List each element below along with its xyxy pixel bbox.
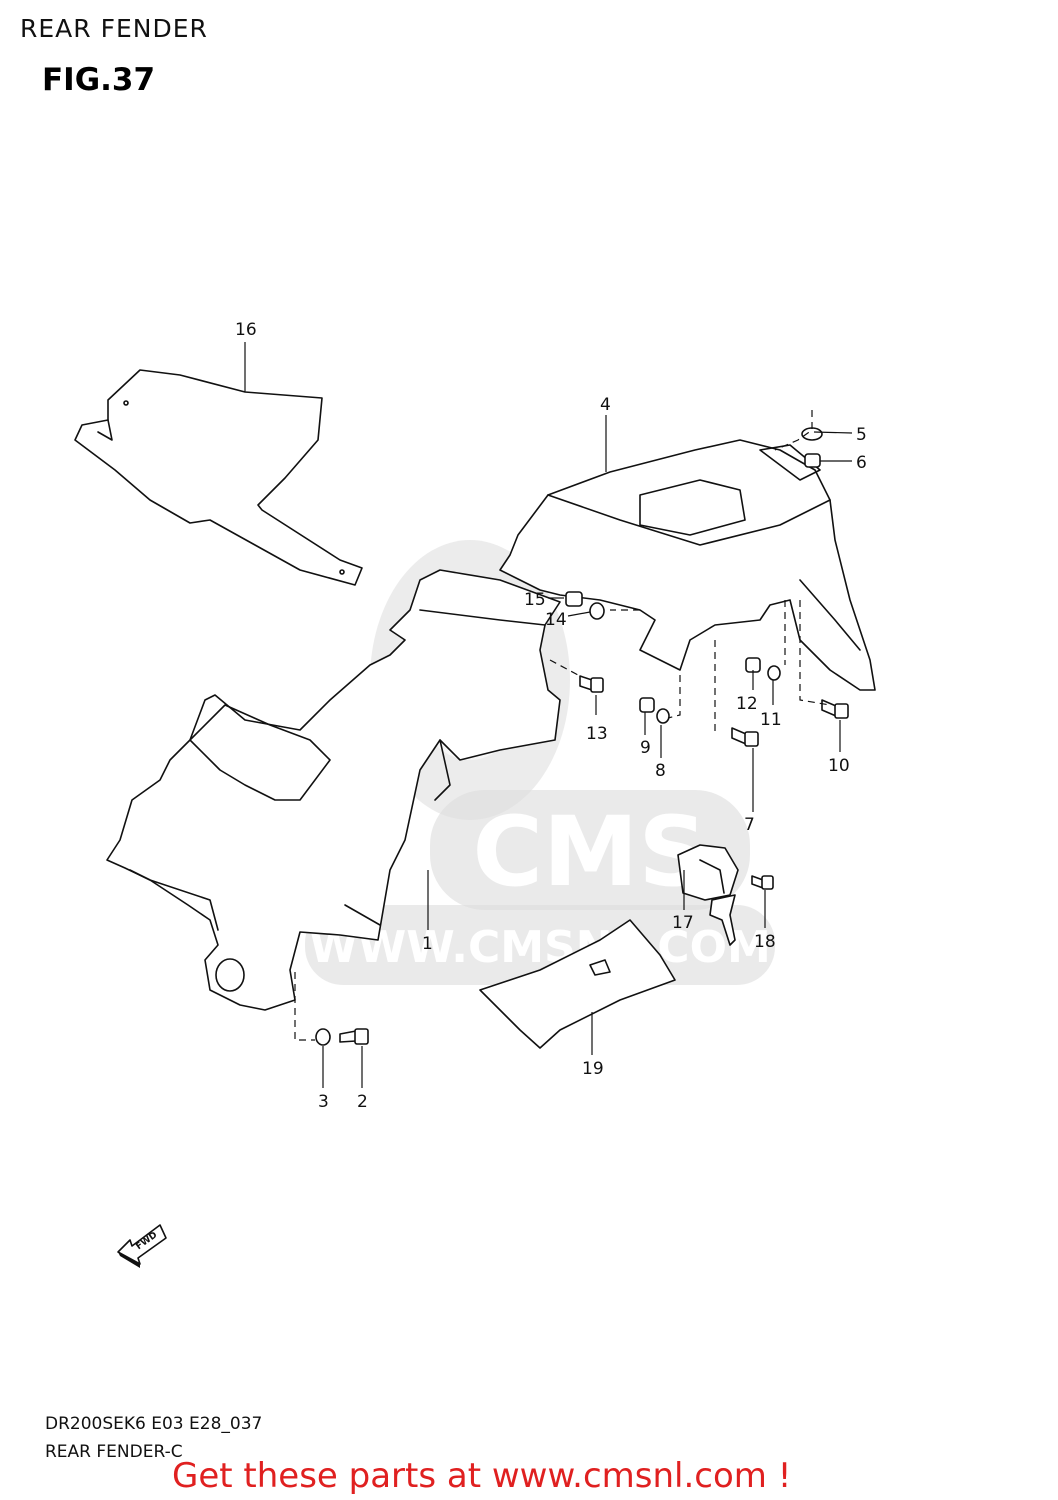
part-1-shape — [106, 569, 561, 1011]
watermark-brand: CMS — [472, 796, 707, 908]
part-label-6: 6 — [856, 453, 867, 473]
part-16-shape — [74, 369, 363, 586]
part-label-16: 16 — [235, 320, 257, 340]
part-label-12: 12 — [736, 694, 758, 714]
part-label-11: 11 — [760, 710, 782, 730]
part-label-14: 14 — [545, 610, 567, 630]
watermark-badge — [430, 790, 750, 910]
part-labels: 16 4 5 6 15 14 13 9 8 12 11 10 7 17 18 1… — [235, 320, 867, 1112]
watermark-url: WWW.CMSNL.COM — [309, 922, 771, 973]
part-label-18: 18 — [754, 932, 776, 952]
part-label-7: 7 — [744, 815, 755, 835]
figure-label: FIG.37 — [42, 62, 156, 98]
diagram-code: DR200SEK6 E03 E28_037 — [45, 1414, 263, 1434]
part-label-8: 8 — [655, 761, 666, 781]
fwd-arrow-icon: FWD — [117, 1224, 167, 1268]
part-label-5: 5 — [856, 425, 867, 445]
part-label-13: 13 — [586, 724, 608, 744]
part-label-1: 1 — [422, 934, 433, 954]
part-label-3: 3 — [318, 1092, 329, 1112]
part-19-shape — [479, 919, 676, 1049]
diagram-subtitle: REAR FENDER-C — [45, 1442, 183, 1462]
cmsnl-link[interactable]: Get these parts at www.cmsnl.com ! — [172, 1456, 792, 1496]
page-title: REAR FENDER — [20, 14, 208, 43]
part-label-19: 19 — [582, 1059, 604, 1079]
part-label-4: 4 — [600, 395, 611, 415]
part-label-10: 10 — [828, 756, 850, 776]
part-label-2: 2 — [357, 1092, 368, 1112]
part-label-15: 15 — [524, 590, 546, 610]
part-label-17: 17 — [672, 913, 694, 933]
hardware-group — [315, 427, 849, 1046]
leader-lines — [244, 342, 853, 1088]
part-17-shape — [677, 844, 739, 946]
part-label-9: 9 — [640, 738, 651, 758]
